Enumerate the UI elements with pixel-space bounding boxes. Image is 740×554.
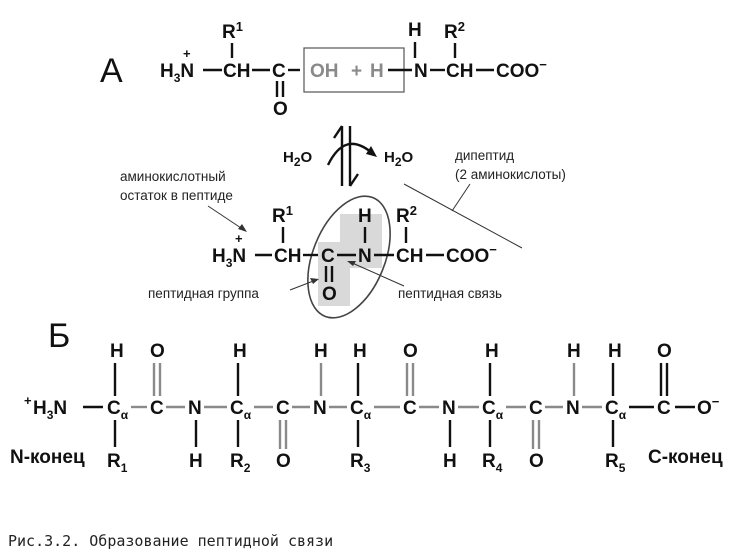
equilibrium-arrows bbox=[333, 125, 359, 187]
chain-amide-nitrogen: N bbox=[442, 398, 456, 419]
chain-carbonyl-oxygen: O bbox=[150, 341, 165, 362]
svg-text:+: + bbox=[24, 393, 32, 408]
product-alpha-carbon-1: CH bbox=[274, 246, 301, 267]
chain-alpha-hydrogen-3: H bbox=[353, 341, 367, 362]
chain-alpha-carbon-4: Cα bbox=[482, 398, 504, 422]
chain-carbonyl-carbon: C bbox=[403, 398, 417, 419]
chain-side-chain-5: R5 bbox=[605, 451, 626, 475]
chain-terminal-carbon: C bbox=[657, 398, 671, 419]
polypeptide-chain: CαHR1CONHCαHR2CONHCαHR3CONHCαHR4CONHCαHR… bbox=[83, 341, 720, 475]
chain-carbonyl-carbon: C bbox=[150, 398, 164, 419]
chain-terminal-oxygen-double: O bbox=[657, 341, 672, 362]
chain-carbonyl-oxygen: O bbox=[529, 451, 544, 472]
chain-alpha-carbon-1: Cα bbox=[107, 398, 129, 422]
chain-carbonyl-oxygen: O bbox=[403, 341, 418, 362]
chain-amino-terminus: + H3N bbox=[24, 393, 67, 422]
alpha-carbon-2: CH bbox=[446, 61, 473, 82]
carbonyl-oxygen: O bbox=[273, 99, 288, 120]
chain-amide-hydrogen: H bbox=[189, 451, 203, 472]
chain-terminal-oxygen-minus: O− bbox=[697, 394, 720, 419]
dipeptide-label-line1: дипептид bbox=[455, 148, 514, 163]
nitrogen-hydrogen: H bbox=[408, 20, 422, 41]
product-carbonyl-oxygen: O bbox=[322, 284, 337, 305]
chain-alpha-hydrogen-4: H bbox=[485, 341, 499, 362]
chain-amide-hydrogen: H bbox=[567, 341, 581, 362]
chain-side-chain-1: R1 bbox=[107, 451, 128, 475]
svg-text:+: + bbox=[235, 231, 243, 246]
chain-alpha-hydrogen-5: H bbox=[608, 341, 622, 362]
chain-side-chain-3: R3 bbox=[350, 451, 371, 475]
carboxylate: COO− bbox=[496, 57, 547, 82]
amine-hydrogen: H bbox=[370, 61, 384, 82]
water-out-curve bbox=[326, 142, 373, 166]
c-terminus-label: С-конец bbox=[648, 447, 723, 468]
plus-sign: + bbox=[351, 61, 362, 82]
chain-carbonyl-oxygen: O bbox=[276, 451, 291, 472]
chain-alpha-carbon-2: Cα bbox=[230, 398, 252, 422]
figure-caption: Рис.3.2. Образование пептидной связи bbox=[8, 532, 334, 550]
chain-side-chain-2: R2 bbox=[230, 451, 251, 475]
water-out-arrowhead bbox=[366, 146, 377, 157]
chain-amide-hydrogen: H bbox=[443, 451, 457, 472]
product-carboxylate: COO− bbox=[446, 242, 497, 267]
product-side-chain-r1: R1 bbox=[272, 203, 293, 227]
residue-label-line2: остаток в пептиде bbox=[120, 188, 233, 203]
chain-alpha-carbon-3: Cα bbox=[350, 398, 372, 422]
alpha-carbon-1: CH bbox=[223, 61, 250, 82]
peptide-bond-pointer bbox=[349, 261, 405, 287]
amine-nitrogen: N bbox=[414, 61, 428, 82]
side-chain-r1: R1 bbox=[222, 19, 243, 43]
residue-pointer bbox=[207, 205, 245, 231]
product-alpha-carbon-2: CH bbox=[396, 246, 423, 267]
dipeptide-pointer bbox=[451, 183, 471, 212]
chain-amide-nitrogen: N bbox=[188, 398, 202, 419]
peptide-group-label: пептидная группа bbox=[148, 286, 259, 301]
chain-carbonyl-carbon: C bbox=[529, 398, 543, 419]
peptide-bond-ellipse bbox=[307, 195, 391, 319]
chain-amide-hydrogen: H bbox=[314, 341, 328, 362]
section-a-label: А bbox=[100, 52, 123, 90]
n-terminus-label: N-конец bbox=[10, 447, 85, 468]
svg-text:H3N: H3N bbox=[33, 398, 67, 422]
product-nitrogen: N bbox=[358, 246, 372, 267]
product-amino-group: H3N + bbox=[212, 231, 246, 270]
residue-label-line1: аминокислотный bbox=[120, 169, 226, 184]
carbonyl-carbon: C bbox=[272, 61, 286, 82]
svg-text:H3N: H3N bbox=[160, 61, 194, 85]
product-carbonyl-carbon: C bbox=[321, 246, 335, 267]
peptide-bond-label: пептидная связь bbox=[398, 286, 502, 301]
section-b-label: Б bbox=[48, 317, 70, 355]
chain-side-chain-4: R4 bbox=[482, 451, 503, 475]
chain-carbonyl-carbon: C bbox=[276, 398, 290, 419]
dipeptide-bracket bbox=[403, 183, 523, 249]
water-in: H2O bbox=[283, 149, 313, 169]
water-out: H2O bbox=[384, 149, 414, 169]
reactant-amino-group: H3N + bbox=[160, 46, 194, 85]
dipeptide-label-line2: (2 аминокислоты) bbox=[455, 167, 566, 182]
chain-alpha-hydrogen-2: H bbox=[233, 341, 247, 362]
product-nitrogen-hydrogen: H bbox=[358, 206, 372, 227]
chain-amide-nitrogen: N bbox=[313, 398, 327, 419]
svg-text:+: + bbox=[183, 46, 191, 61]
product-side-chain-r2: R2 bbox=[396, 203, 417, 227]
chain-alpha-carbon-5: Cα bbox=[605, 398, 627, 422]
peptide-group-pointer bbox=[289, 279, 317, 291]
hydroxyl-group: OH bbox=[310, 61, 339, 82]
side-chain-r2: R2 bbox=[444, 19, 465, 43]
chain-amide-nitrogen: N bbox=[566, 398, 580, 419]
svg-text:H3N: H3N bbox=[212, 246, 246, 270]
chain-alpha-hydrogen-1: H bbox=[110, 341, 124, 362]
